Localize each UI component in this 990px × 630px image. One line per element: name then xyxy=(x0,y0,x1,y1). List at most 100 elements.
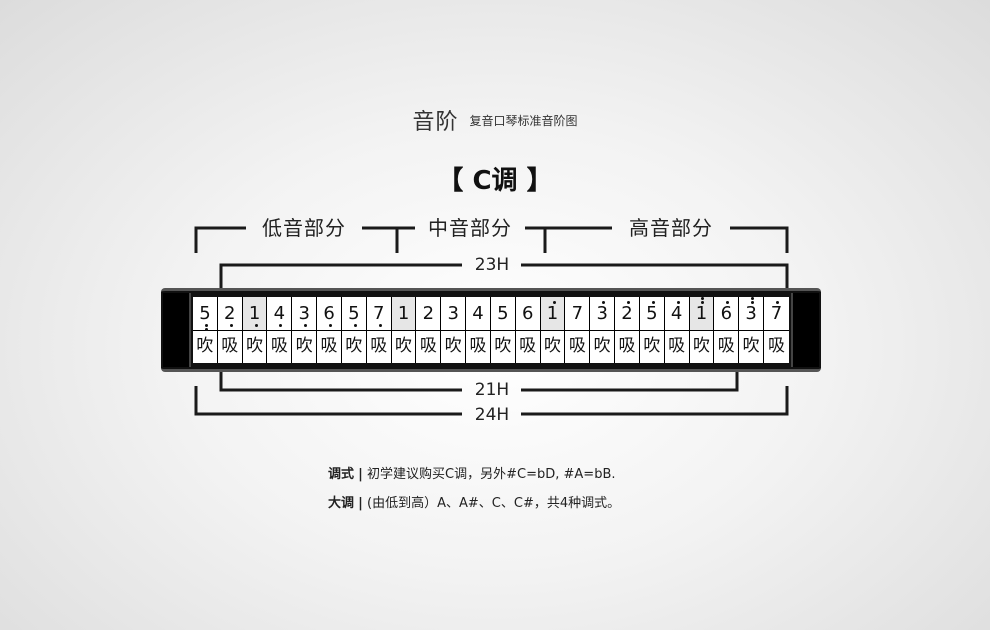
note-1-sep: | xyxy=(358,467,363,482)
bracket-23h-left xyxy=(219,263,462,288)
hole-note: 3 xyxy=(739,297,764,331)
dot-below xyxy=(378,324,382,327)
hole-action: 吸 xyxy=(267,331,292,363)
hole-note: 6 xyxy=(714,297,739,331)
hole-note: 7 xyxy=(366,297,391,331)
dot-below xyxy=(304,324,308,327)
title-sub: 复音口琴标准音阶图 xyxy=(469,113,578,128)
note-digit: 6 xyxy=(323,303,335,324)
key-label: 【 C调 】 xyxy=(437,166,553,196)
hole-note: 7 xyxy=(764,297,789,331)
bracket-high-right xyxy=(730,226,789,253)
hole-note: 4 xyxy=(466,297,490,331)
harmonica-left-cap xyxy=(163,293,191,367)
dot-below xyxy=(279,324,283,327)
hole-action: 吸 xyxy=(764,331,789,363)
dot-above xyxy=(626,301,630,304)
note-line-1: 调式 | 初学建议购买C调，另外#C=bD, #A=bB. xyxy=(328,463,616,482)
hole-action: 吹 xyxy=(540,331,565,363)
note-digit: 2 xyxy=(422,303,435,324)
hole-note: 4 xyxy=(664,297,689,331)
dot-above xyxy=(552,301,556,304)
hole-action: 吸 xyxy=(317,331,341,363)
dot-below xyxy=(229,324,233,327)
note-2-label: 大调 xyxy=(328,496,355,511)
section-low: 低音部分 xyxy=(262,216,346,240)
hole-action: 吹 xyxy=(590,331,615,363)
hole-action: 吸 xyxy=(515,331,540,363)
note-digit: 1 xyxy=(546,303,559,324)
note-digit: 3 xyxy=(447,303,459,324)
note-2-text: (由低到高）A、A#、C、C#，共4种调式。 xyxy=(367,496,621,511)
hole-action: 吹 xyxy=(639,331,664,363)
section-mid: 中音部分 xyxy=(428,216,512,240)
hole-count-23h: 23H xyxy=(474,255,510,275)
hole-note: 6 xyxy=(515,297,540,331)
dot-above xyxy=(776,301,780,304)
hole-note: 4 xyxy=(267,297,292,331)
note-digit: 1 xyxy=(695,303,708,324)
hole-action: 吹 xyxy=(739,331,764,363)
note-1-text: 初学建议购买C调，另外#C=bD, #A=bB. xyxy=(367,467,616,482)
dot-below xyxy=(204,328,208,331)
hole-note: 1 xyxy=(391,297,416,331)
dot-below xyxy=(254,324,258,327)
dot-above xyxy=(726,301,730,304)
dot-above xyxy=(602,301,606,304)
hole-note: 5 xyxy=(193,297,217,331)
hole-note: 3 xyxy=(590,297,615,331)
note-digit: 6 xyxy=(720,303,733,324)
note-digit: 7 xyxy=(571,303,584,324)
note-digit: 1 xyxy=(397,303,410,324)
note-digit: 5 xyxy=(199,303,211,324)
dot-below xyxy=(329,324,333,327)
hole-note: 1 xyxy=(540,297,565,331)
hole-action: 吸 xyxy=(217,331,242,363)
note-digit: 5 xyxy=(348,303,360,324)
dot-above xyxy=(701,297,705,300)
dot-above xyxy=(751,297,755,300)
note-digit: 4 xyxy=(472,303,484,324)
hole-note: 3 xyxy=(441,297,466,331)
title: 音阶 复音口琴标准音阶图 xyxy=(0,104,990,136)
note-digit: 3 xyxy=(596,303,608,324)
hole-action: 吹 xyxy=(441,331,466,363)
note-line-2: 大调 | (由低到高）A、A#、C、C#，共4种调式。 xyxy=(328,492,620,511)
hole-note: 1 xyxy=(689,297,714,331)
hole-action: 吹 xyxy=(391,331,416,363)
hole-note: 5 xyxy=(490,297,515,331)
bracket-21h-left xyxy=(219,372,462,392)
dot-above xyxy=(701,301,705,304)
hole-action: 吸 xyxy=(366,331,391,363)
section-high: 高音部分 xyxy=(629,216,713,240)
hole-action: 吸 xyxy=(615,331,639,363)
note-digit: 5 xyxy=(497,303,509,324)
note-digit: 6 xyxy=(521,303,534,324)
harmonica-right-cap xyxy=(791,293,819,367)
hole-action: 吸 xyxy=(416,331,441,363)
bracket-low xyxy=(194,226,246,253)
bracket-mid-right xyxy=(525,226,547,253)
note-1-label: 调式 xyxy=(328,467,355,482)
hole-action: 吹 xyxy=(292,331,317,363)
note-digit: 5 xyxy=(646,303,658,324)
